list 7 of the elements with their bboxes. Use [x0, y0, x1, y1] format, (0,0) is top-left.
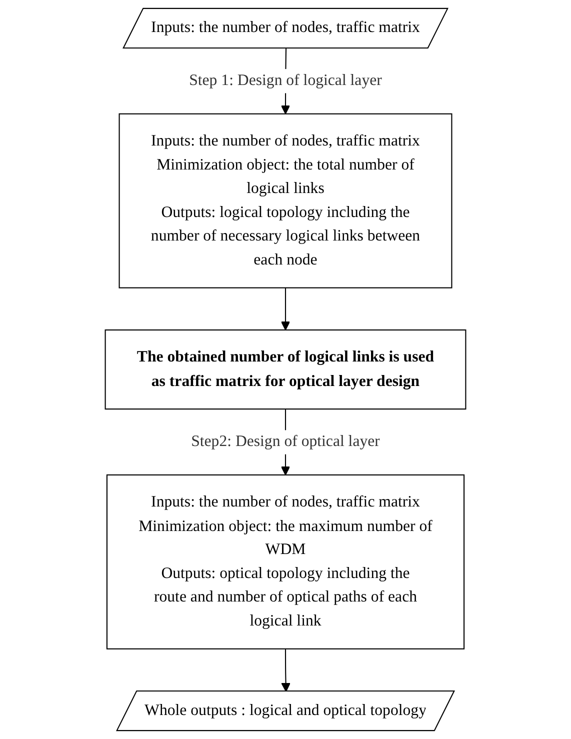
edge-label: Step 1: Design of logical layer	[189, 72, 382, 90]
arrow	[281, 648, 290, 692]
node-box: Inputs: the number of nodes, traffic matrix Minimization object: the maximum number of WDM Outputs: optical topology including the route and number of optical paths of each logical link	[106, 474, 465, 650]
arrow	[280, 288, 290, 330]
edge-label: Step2: Design of optical layer	[191, 433, 380, 450]
node-box: The obtained number of logical links is used as traffic matrix for optical layer design	[104, 329, 466, 410]
node-box: Inputs: the number of nodes, traffic matrix Minimization object: the total number of logical links Outputs: logical topology including the number of necessary logical links between each node	[118, 113, 452, 288]
